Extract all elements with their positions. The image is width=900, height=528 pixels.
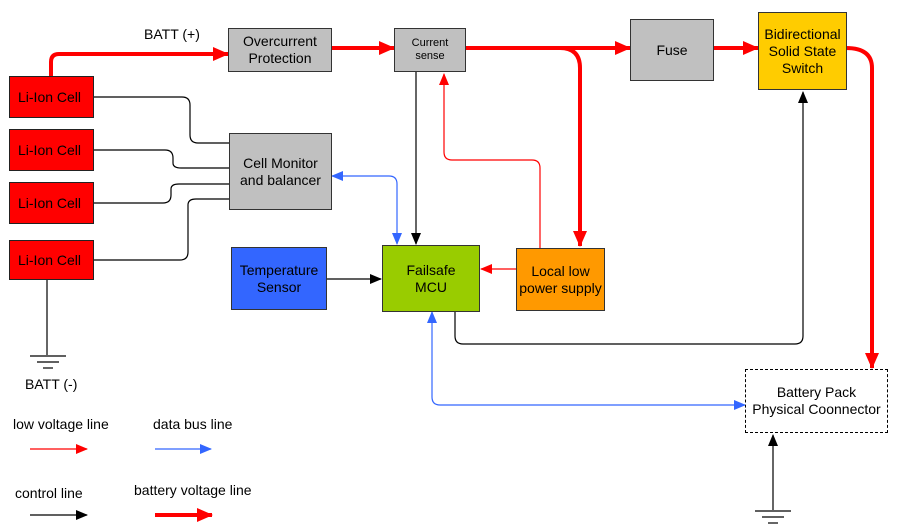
li-ion-cell-4: Li-Ion Cell	[9, 240, 94, 280]
cell2-to-monitor-line	[93, 149, 229, 169]
current-sense-block: Current sense	[394, 28, 466, 72]
batt-minus-ground-icon	[30, 355, 66, 369]
batt-plus-line	[49, 47, 229, 76]
batt-minus-label: BATT (-)	[25, 376, 78, 392]
li-ion-cell-2: Li-Ion Cell	[9, 129, 94, 171]
switch-to-connector-line	[845, 46, 879, 369]
supply-to-sense-line	[439, 73, 541, 248]
low-voltage-lines	[439, 73, 541, 274]
battery-voltage-lines	[49, 41, 879, 369]
mcu-to-switch-line	[454, 91, 808, 345]
data-bus-lines	[331, 171, 746, 410]
sense-to-supply-line	[559, 46, 587, 247]
legend-low-voltage-label: low voltage line	[13, 416, 109, 432]
failsafe-mcu-block: Failsafe MCU	[382, 245, 480, 312]
battery-pack-connector-block: Battery Pack Physical Coonnector	[745, 369, 888, 433]
legend-control-label: control line	[15, 485, 83, 501]
fuse-block: Fuse	[630, 19, 714, 81]
mcu-connector-bus	[427, 311, 746, 410]
monitor-mcu-bus	[331, 171, 402, 245]
local-power-supply-block: Local low power supply	[516, 248, 605, 311]
cell-monitor-block: Cell Monitor and balancer	[229, 133, 332, 210]
overcurrent-protection-block: Overcurrent Protection	[228, 28, 332, 72]
temperature-sensor-block: Temperature Sensor	[231, 247, 327, 310]
legend-battery-voltage-label: battery voltage line	[134, 482, 252, 498]
cell1-to-monitor-line	[93, 96, 229, 144]
solid-state-switch-block: Bidirectional Solid State Switch	[758, 12, 847, 90]
connector-ground-icon	[755, 510, 791, 524]
cell4-to-monitor-line	[93, 198, 229, 261]
legend-data-bus-label: data bus line	[153, 416, 233, 432]
cell3-to-monitor-line	[93, 183, 229, 204]
legend-lines	[30, 444, 213, 522]
batt-plus-label: BATT (+)	[144, 26, 200, 42]
li-ion-cell-1: Li-Ion Cell	[9, 76, 94, 118]
li-ion-cell-3: Li-Ion Cell	[9, 182, 94, 224]
